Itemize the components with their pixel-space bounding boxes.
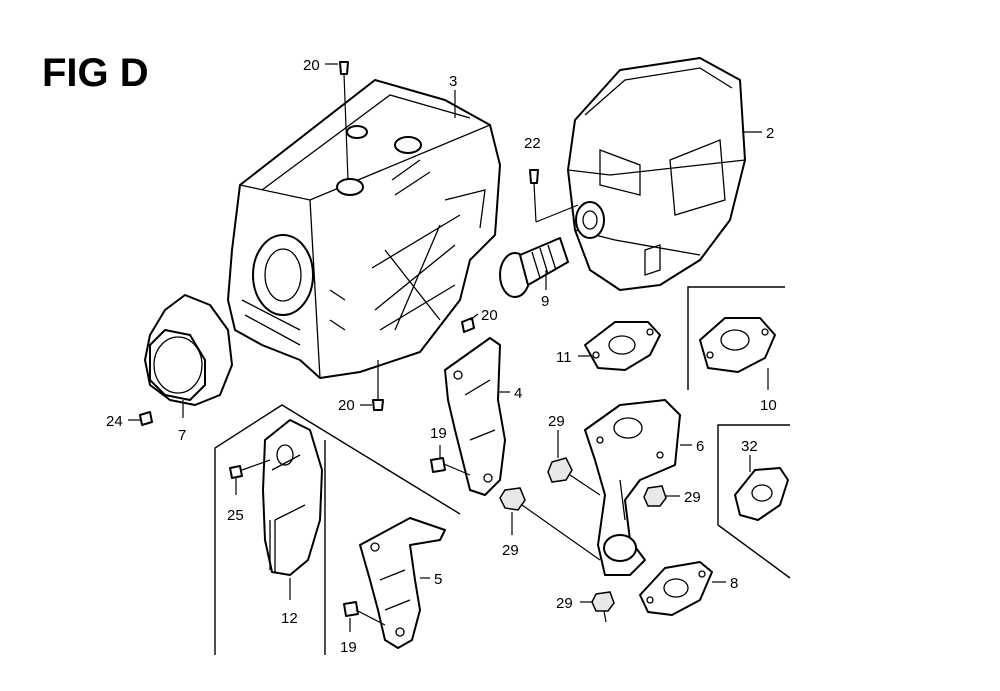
- callout-32: 32: [741, 438, 758, 455]
- callout-4: 4: [514, 385, 522, 402]
- callout-20-top: 20: [303, 57, 320, 74]
- nut-29-a: [547, 457, 573, 483]
- callout-29-a: 29: [548, 413, 565, 430]
- callout-22: 22: [524, 135, 541, 152]
- inset-frames: [214, 286, 791, 655]
- bolt-25: [229, 465, 243, 479]
- inset-frame-right-top: [687, 286, 785, 390]
- part-6-manifold: [584, 399, 681, 576]
- bolt-20-low: [372, 399, 384, 411]
- callout-20-mid: 20: [481, 307, 498, 324]
- part-11-gasket: [584, 321, 661, 371]
- part-8-gasket: [639, 561, 713, 616]
- callout-10: 10: [760, 397, 777, 414]
- part-32-gasket: [734, 467, 789, 521]
- bolt-19-upper: [430, 457, 446, 473]
- leader-lines: [128, 63, 769, 632]
- bolt-24: [139, 411, 153, 426]
- inset-frame-left: [214, 404, 461, 655]
- bolt-20-mid: [461, 317, 475, 333]
- callout-29-b: 29: [502, 542, 519, 559]
- callout-19-upper: 19: [430, 425, 447, 442]
- callout-7: 7: [178, 427, 186, 444]
- nut-29-d: [591, 591, 615, 612]
- callout-29-c: 29: [684, 489, 701, 506]
- callout-19-lower: 19: [340, 639, 357, 656]
- part-9-bolt: [499, 237, 569, 298]
- callout-24: 24: [106, 413, 123, 430]
- callout-6: 6: [696, 438, 704, 455]
- callout-2: 2: [766, 125, 774, 142]
- nut-29-b: [499, 487, 526, 511]
- callout-25: 25: [227, 507, 244, 524]
- part-7-cap: [144, 294, 233, 406]
- bolt-19-lower: [343, 601, 359, 617]
- callout-11: 11: [556, 349, 572, 366]
- callout-8: 8: [730, 575, 738, 592]
- bolt-20-top: [339, 61, 349, 75]
- part-5-bracket: [359, 517, 446, 649]
- figure-title: FIG D: [42, 51, 149, 95]
- callout-20-low: 20: [338, 397, 355, 414]
- part-4-bracket: [444, 337, 506, 496]
- part-2-muffler: [567, 57, 746, 291]
- callout-5: 5: [434, 571, 442, 588]
- fasteners: [139, 61, 667, 617]
- nut-29-c: [643, 485, 667, 507]
- callout-9: 9: [541, 293, 549, 310]
- callouts: 20 3 2 22 9 20 20 4 11 10 6 32 29 29 29 …: [106, 57, 777, 656]
- part-12-shield: [262, 419, 323, 576]
- callout-12: 12: [281, 610, 298, 627]
- callout-29-d: 29: [556, 595, 573, 612]
- part-3-shroud: [227, 79, 501, 379]
- part-10-gasket: [699, 317, 776, 373]
- callout-3: 3: [449, 73, 457, 90]
- bolt-22: [529, 169, 539, 184]
- inset-frame-right-bottom: [717, 424, 790, 525]
- inset-frame-right-diagonal: [717, 524, 791, 579]
